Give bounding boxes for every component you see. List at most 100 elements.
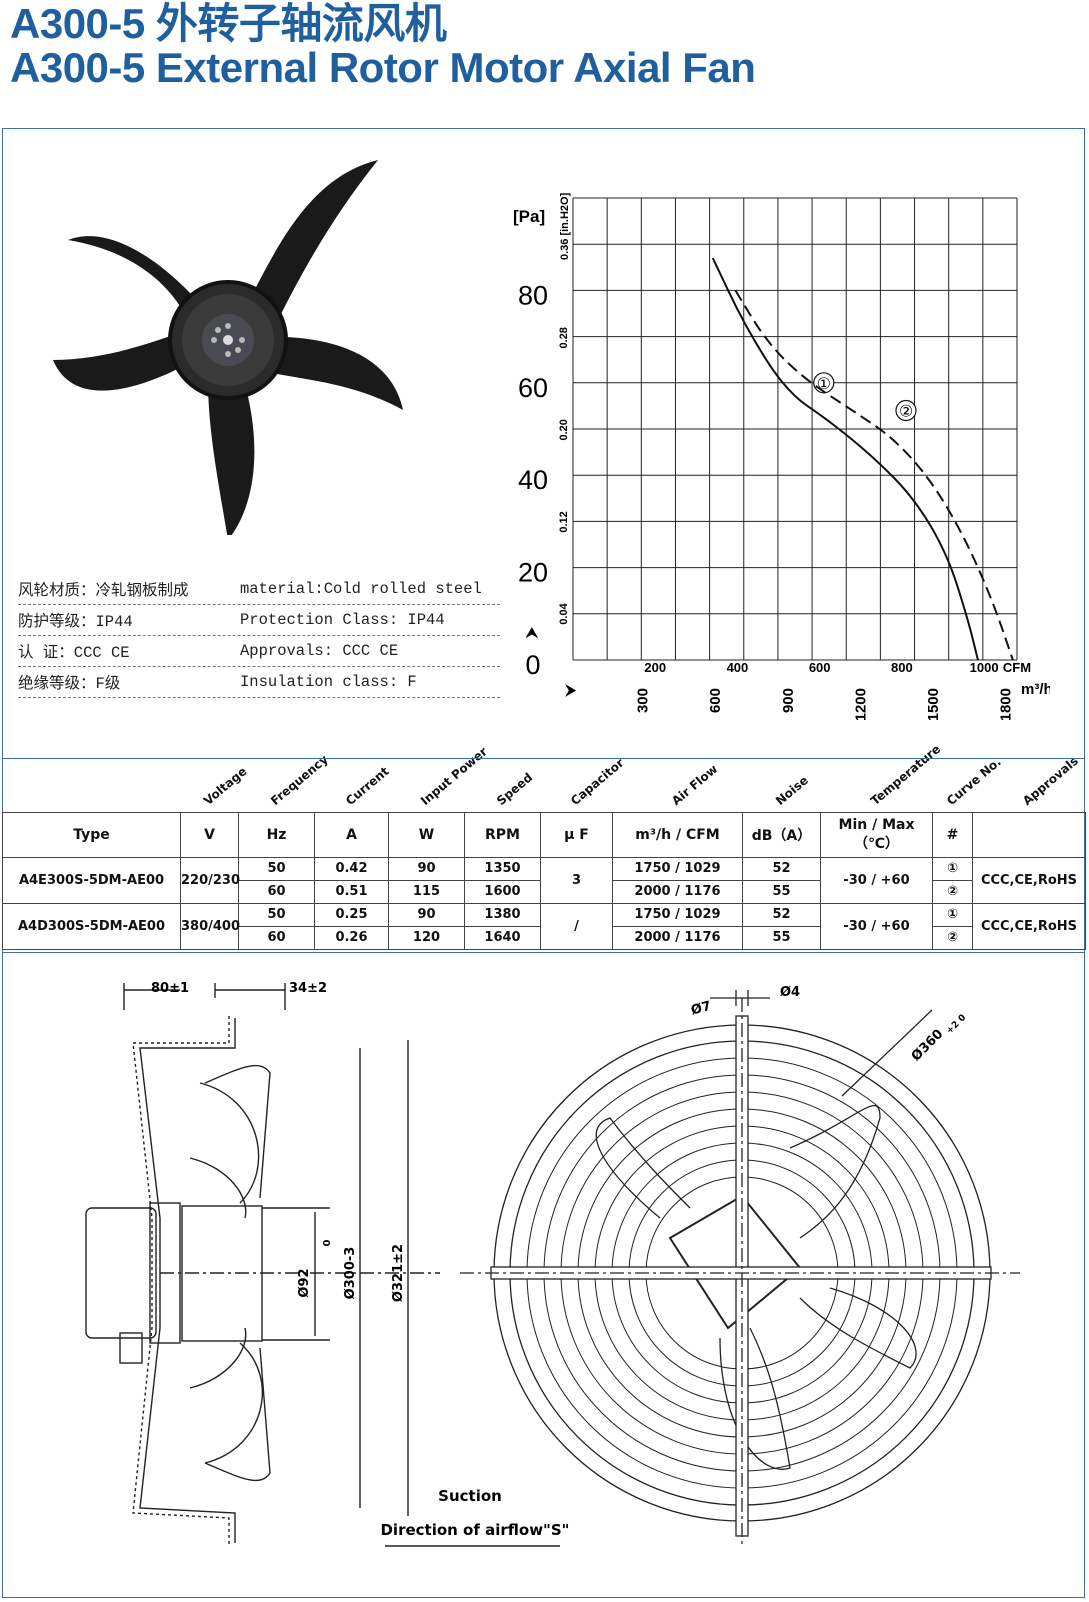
dim-360: Ø360 — [909, 1027, 947, 1065]
cell-curve: ② — [932, 879, 973, 904]
cell-a: 0.25 — [314, 902, 389, 927]
header-current: Current — [342, 763, 392, 808]
dim-80: 80±1 — [151, 981, 189, 996]
cell-w: 115 — [388, 879, 465, 904]
unit-w: W — [388, 811, 465, 858]
header-approvals: Approvals — [1020, 753, 1081, 808]
cell-hz: 50 — [238, 856, 315, 881]
cell-curve: ② — [932, 925, 973, 950]
cell-hz: 60 — [238, 925, 315, 950]
title-english: A300-5 External Rotor Motor Axial Fan — [10, 44, 756, 91]
cell-flow: 2000 / 1176 — [612, 879, 743, 904]
model-voltage: 380/400 — [180, 902, 240, 950]
y-tick-label: 20 — [518, 558, 548, 588]
performance-curve-1 — [711, 257, 979, 661]
cell-flow: 1750 / 1029 — [612, 856, 743, 881]
x-tick-label-m3h: 300 — [635, 688, 652, 713]
unit-hz: Hz — [238, 811, 315, 858]
header-speed: Speed — [493, 769, 535, 808]
x-tick-label-cfm: 600 — [809, 660, 831, 675]
front-view-drawing — [460, 990, 1020, 1548]
dim-360-tol: +2 0 — [945, 1013, 968, 1036]
y-tick-label: 80 — [518, 280, 548, 310]
cell-db: 52 — [742, 856, 821, 881]
cell-temperature: -30 / +60 — [820, 856, 933, 904]
model-voltage: 220/230 — [180, 856, 240, 904]
dim-300: Ø300-3 — [343, 1247, 358, 1300]
rotated-header-row: Voltage Frequency Current Input Power Sp… — [3, 741, 1086, 812]
unit-type: Type — [2, 811, 181, 858]
model-type: A4D300S-5DM-AE00 — [2, 902, 181, 950]
dim-7: Ø7 — [689, 999, 712, 1019]
airflow-label: Direction of airflow"S" — [380, 1521, 569, 1539]
cell-curve: ① — [932, 856, 973, 881]
cell-capacitor: 3 — [540, 856, 613, 904]
header-air-flow: Air Flow — [668, 761, 720, 808]
x-unit-m3h: m³/h — [1021, 681, 1050, 698]
unit-uf: μ F — [540, 811, 613, 858]
cell-db: 52 — [742, 902, 821, 927]
y-tick-label: 40 — [518, 465, 548, 495]
unit-temp: Min / Max（℃） — [820, 811, 933, 858]
property-en: Approvals: CCC CE — [240, 642, 399, 660]
property-row: 风轮材质：冷轧钢板制成 material:Cold rolled steel — [18, 574, 500, 605]
y-unit-inh2o: 0.36 [in.H2O] — [559, 192, 571, 260]
suction-label: Suction — [438, 1487, 502, 1505]
side-view-drawing — [85, 983, 560, 1547]
x-tick-label-m3h: 1800 — [998, 688, 1015, 720]
table-row: 60 0.26 120 1640 2000 / 1176 55 ② — [3, 925, 1086, 950]
cell-a: 0.51 — [314, 879, 389, 904]
unit-a: A — [314, 811, 389, 858]
cell-approvals: CCC,CE,RoHS — [972, 856, 1086, 904]
unit-rpm: RPM — [464, 811, 541, 858]
cell-db: 55 — [742, 879, 821, 904]
unit-flow: m³/h / CFM — [612, 811, 743, 858]
property-en: Protection Class: IP44 — [240, 611, 445, 629]
dim-300-sup: 0 — [322, 1239, 333, 1246]
section-divider — [2, 952, 1085, 953]
dim-92: Ø92 — [297, 1268, 312, 1297]
unit-v: V — [180, 811, 239, 858]
x-tick-label-cfm: CFM — [1003, 660, 1031, 675]
cell-w: 120 — [388, 925, 465, 950]
cell-w: 90 — [388, 856, 465, 881]
curve-label-1: ① — [817, 374, 831, 393]
cell-rpm: 1600 — [464, 879, 541, 904]
table-row: A4E300S-5DM-AE00 220/230 50 0.42 90 1350… — [2, 856, 1086, 904]
dim-4: Ø4 — [780, 985, 800, 1000]
dim-34: 34±2 — [289, 981, 327, 996]
header-noise: Noise — [772, 772, 811, 808]
performance-chart: [Pa]0.36 [in.H2O]8060402000.280.200.120.… — [513, 192, 1050, 720]
curve-label-2: ② — [899, 402, 913, 421]
title-chinese: A300-5 外转子轴流风机 — [10, 0, 447, 47]
properties-list: 风轮材质：冷轧钢板制成 material:Cold rolled steel 防护… — [18, 574, 500, 698]
y-tick-label: 0 — [525, 650, 540, 680]
spec-table: Voltage Frequency Current Input Power Sp… — [2, 741, 1086, 950]
cell-db: 55 — [742, 925, 821, 950]
cell-capacitor: / — [540, 902, 613, 950]
up-arrow-icon: ⮝ — [525, 623, 539, 642]
x-tick-label-cfm: 400 — [727, 660, 749, 675]
cell-flow: 2000 / 1176 — [612, 925, 743, 950]
cell-rpm: 1640 — [464, 925, 541, 950]
cell-temperature: -30 / +60 — [820, 902, 933, 950]
unit-approvals — [972, 811, 1086, 858]
y-tick-label-inh2o: 0.20 — [558, 419, 570, 440]
property-zh: 风轮材质：冷轧钢板制成 — [18, 582, 189, 600]
unit-curve: # — [932, 811, 973, 858]
technical-drawing: 80±1 34±2 Ø92 0 Ø300-3 Ø321±2 Suction Di… — [85, 981, 1020, 1548]
y-unit-pa: [Pa] — [513, 207, 545, 226]
x-tick-label-m3h: 600 — [707, 688, 724, 713]
property-en: material:Cold rolled steel — [240, 580, 482, 598]
x-tick-label-cfm: 200 — [644, 660, 666, 675]
cell-flow: 1750 / 1029 — [612, 902, 743, 927]
property-zh: 认 证：CCC CE — [18, 644, 130, 662]
dim-321: Ø321±2 — [391, 1244, 406, 1302]
performance-curve-2 — [734, 289, 1014, 661]
cell-hz: 60 — [238, 879, 315, 904]
x-tick-label-m3h: 1200 — [852, 688, 869, 720]
unit-db: dB（A） — [742, 811, 821, 858]
table-row: A4D300S-5DM-AE00 380/400 50 0.25 90 1380… — [2, 902, 1086, 950]
